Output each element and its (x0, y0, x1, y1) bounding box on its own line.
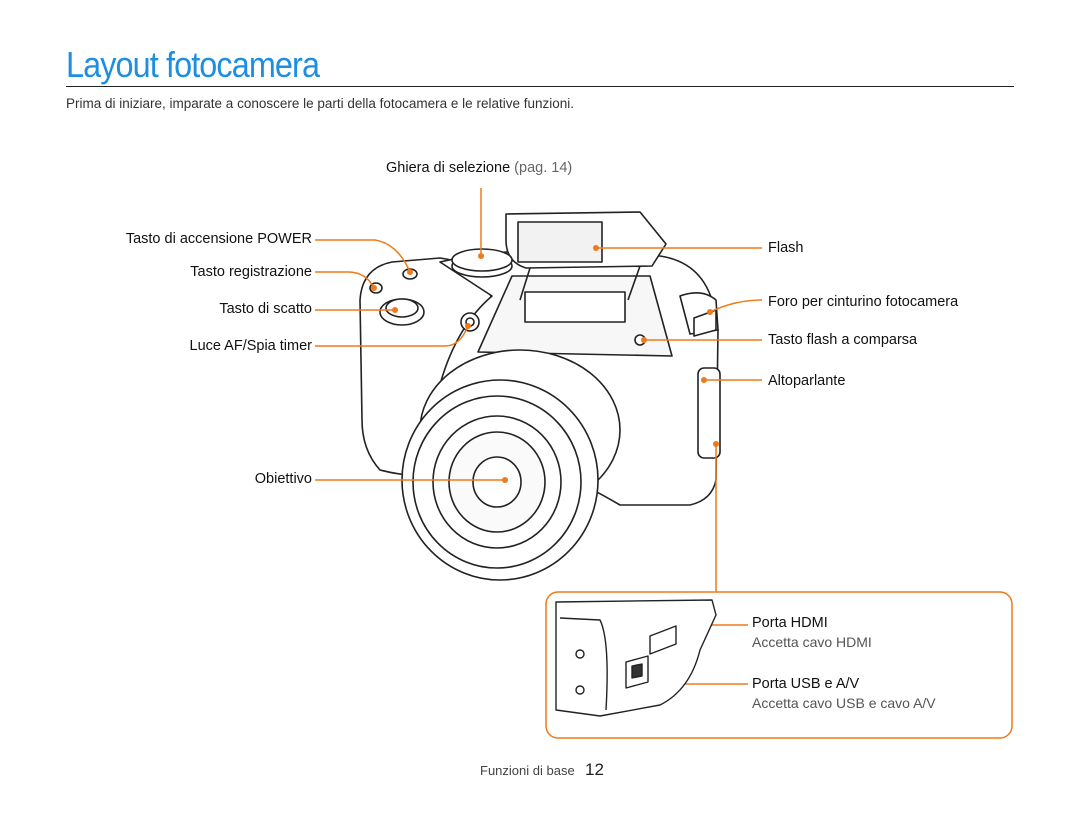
label-strap-hole: Foro per cinturino fotocamera (768, 294, 959, 310)
mode-dial-label: Ghiera di selezione (386, 160, 511, 176)
label-lens: Obiettivo (254, 471, 312, 487)
page-title: Layout fotocamera (66, 44, 320, 85)
label-af-lamp: Luce AF/Spia timer (189, 338, 313, 354)
footer-section: Funzioni di base (480, 763, 575, 778)
inset-frame (545, 591, 1013, 739)
label-flash-popup-button: Tasto flash a comparsa (768, 332, 918, 348)
label-mode-dial: Ghiera di selezione (pag. 14) (386, 160, 572, 176)
usb-av-description: Accetta cavo USB e cavo A/V (752, 695, 936, 711)
page-number: 12 (585, 760, 604, 779)
intro-text: Prima di iniziare, imparate a conoscere … (66, 96, 574, 111)
label-speaker: Altoparlante (768, 373, 846, 389)
label-flash: Flash (768, 240, 804, 256)
label-usb-av-port: Porta USB e A/V (752, 676, 860, 692)
label-power: Tasto di accensione POWER (125, 231, 312, 247)
label-shutter: Tasto di scatto (219, 301, 312, 317)
mode-dial-page-ref: (pag. 14) (514, 160, 573, 176)
label-record: Tasto registrazione (190, 264, 312, 280)
title-rule (66, 86, 1014, 87)
label-hdmi-port: Porta HDMI (752, 615, 828, 631)
hdmi-description: Accetta cavo HDMI (752, 634, 872, 650)
